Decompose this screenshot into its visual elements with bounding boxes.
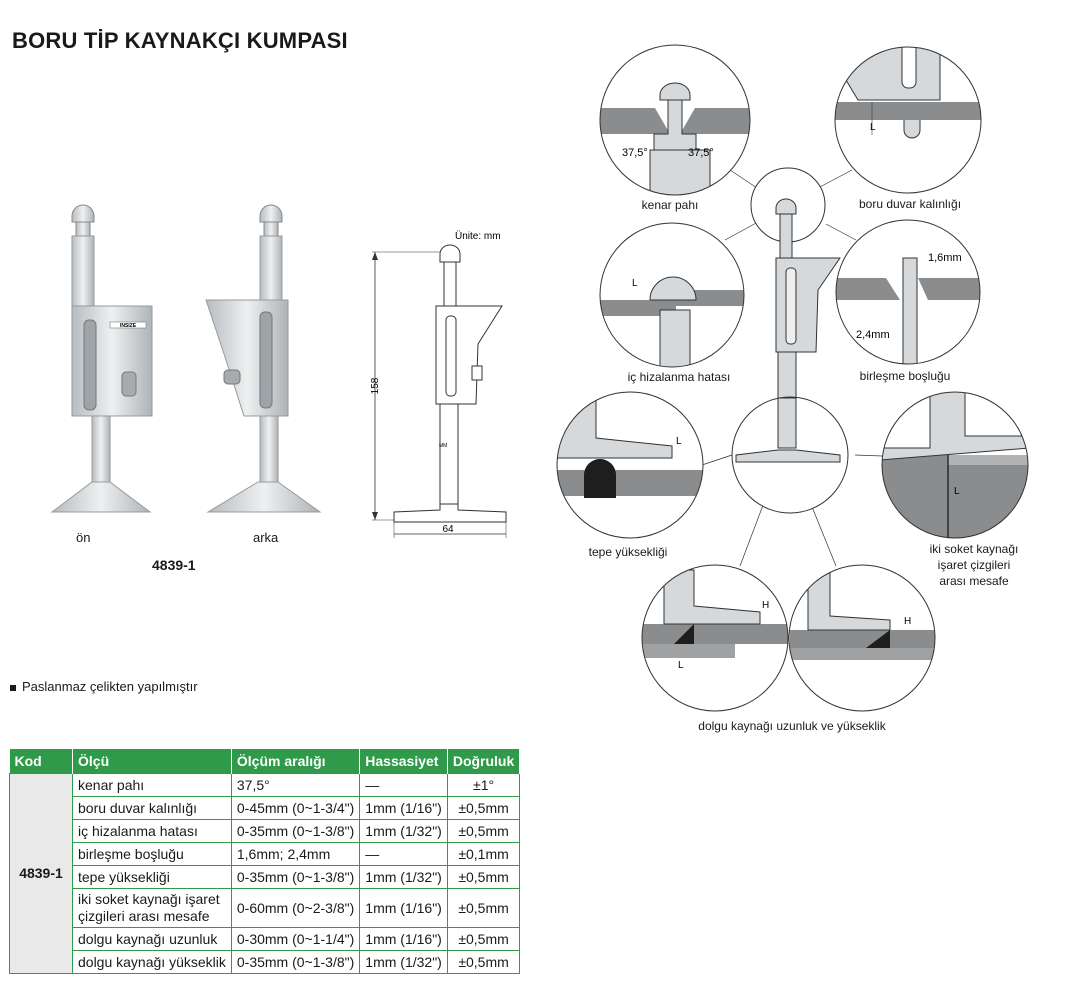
header-dogruluk: Doğruluk [447,749,521,774]
central-gauge [775,198,841,433]
cell-hassasiyet: 1mm (1/32") [359,819,448,843]
label-iki-soket-1: iki soket kaynağı [930,542,1019,556]
cell-olcu: dolgu kaynağı yükseklik [72,950,232,974]
spec-table: Kod Ölçü Ölçüm aralığı Hassasiyet Doğrul… [9,749,521,974]
cell-hassasiyet: 1mm (1/32") [359,950,448,974]
height-dimension: 158 [370,377,381,394]
label-kenar-pahi: kenar pahı [642,198,699,212]
table-row: tepe yüksekliği 0-35mm (0~1-3/8") 1mm (1… [10,865,521,889]
mark-h-fillet-right: H [904,616,911,627]
cell-olcu-line-1: iki soket kaynağı işaret [78,891,220,907]
cell-hassasiyet: 1mm (1/32") [359,865,448,889]
gap-2-4-label: 2,4mm [856,329,890,341]
back-label: arka [253,530,279,545]
mark-l-socket: L [954,486,960,497]
cell-aralik: 37,5° [230,773,361,797]
header-hassasiyet: Hassasiyet [359,749,448,774]
cell-dogruluk: ±0,5mm [446,950,521,974]
cell-aralik: 1,6mm; 2,4mm [230,842,361,866]
mark-h-fillet-left: H [762,600,769,611]
front-label: ön [76,530,91,545]
label-iki-soket-2: işaret çizgileri [938,558,1011,572]
cell-hassasiyet: 1mm (1/16") [359,927,448,951]
cell-dogruluk: ±0,5mm [446,796,521,820]
mark-l-wall: L [870,122,876,133]
label-iki-soket-3: arası mesafe [939,574,1009,588]
cell-aralik: 0-35mm (0~1-3/8") [230,865,361,889]
angle-left-label: 37,5° [622,147,648,159]
cell-olcu: tepe yüksekliği [72,865,232,889]
cell-hassasiyet: 1mm (1/16") [359,888,448,928]
brand-logo-text: INSIZE [120,323,137,329]
table-row: 4839-1 kenar pahı 37,5° — ±1° [9,773,521,974]
cell-dogruluk: ±0,5mm [446,819,521,843]
table-row: birleşme boşluğu 1,6mm; 2,4mm — ±0,1mm [10,842,521,866]
cell-olcu: iç hizalanma hatası [72,819,232,843]
feature-text: Paslanmaz çelikten yapılmıştır [22,679,198,694]
page-title: BORU TİP KAYNAKÇI KUMPASI [12,28,348,53]
unit-label: Ünite: mm [455,230,501,242]
cell-dogruluk: ±0,5mm [446,888,521,928]
label-dolgu: dolgu kaynağı uzunluk ve yükseklik [698,719,886,733]
header-olcu: Ölçü [72,749,232,774]
width-dimension: 64 [442,524,454,535]
cell-dogruluk: ±0,5mm [446,927,521,951]
mark-l-fillet: L [678,660,684,671]
code-cell: 4839-1 [9,773,73,974]
table-row: dolgu kaynağı yükseklik 0-35mm (0~1-3/8"… [10,950,521,974]
back-gauge-photo [205,204,322,513]
table-row: dolgu kaynağı uzunluk 0-30mm (0~1-1/4") … [10,927,521,951]
front-gauge-photo: INSIZE [50,204,153,513]
gap-1-6-label: 1,6mm [928,252,962,264]
usage-diagrams: 37,5° 37,5° 1,6mm 2,4mm [556,44,1029,733]
header-kod: Kod [9,749,73,774]
cell-hassasiyet: — [359,773,448,797]
label-ic-hizalanma: iç hizalanma hatası [628,370,731,384]
cell-aralik: 0-60mm (0~2-3/8") [230,888,361,928]
label-boru-duvar: boru duvar kalınlığı [859,197,961,211]
cell-dogruluk: ±0,1mm [446,842,521,866]
mark-l-crown: L [676,436,682,447]
table-header-row: Kod Ölçü Ölçüm aralığı Hassasiyet Doğrul… [9,749,521,774]
cell-dogruluk: ±0,5mm [446,865,521,889]
label-birlesme: birleşme boşluğu [860,369,951,383]
mm-mark: MM [439,443,447,449]
table-row: iç hizalanma hatası 0-35mm (0~1-3/8") 1m… [10,819,521,843]
cell-olcu: boru duvar kalınlığı [72,796,232,820]
cell-olcu-line-2: çizgileri arası mesafe [78,908,210,924]
model-number: 4839-1 [152,557,196,573]
cell-dogruluk: ±1° [446,773,521,797]
table-row: boru duvar kalınlığı 0-45mm (0~1-3/4") 1… [10,796,521,820]
cell-hassasiyet: — [359,842,448,866]
mark-l-misalign: L [632,278,638,289]
cell-hassasiyet: 1mm (1/16") [359,796,448,820]
product-photos: INSIZE [50,204,322,513]
bullet-square [10,684,16,691]
cell-aralik: 0-35mm (0~1-3/8") [230,950,361,974]
technical-drawing: Ünite: mm 158 MM 64 [370,230,507,538]
cell-aralik: 0-30mm (0~1-1/4") [230,927,361,951]
cell-olcu: birleşme boşluğu [72,842,232,866]
cell-olcu: dolgu kaynağı uzunluk [72,927,232,951]
cell-aralik: 0-35mm (0~1-3/8") [230,819,361,843]
feature-bullet: Paslanmaz çelikten yapılmıştır [10,679,198,694]
cell-aralik: 0-45mm (0~1-3/4") [230,796,361,820]
cell-olcu: kenar pahı [72,773,232,797]
label-tepe: tepe yüksekliği [589,545,668,559]
header-aralik: Ölçüm aralığı [231,749,361,774]
angle-right-label: 37,5° [688,147,714,159]
